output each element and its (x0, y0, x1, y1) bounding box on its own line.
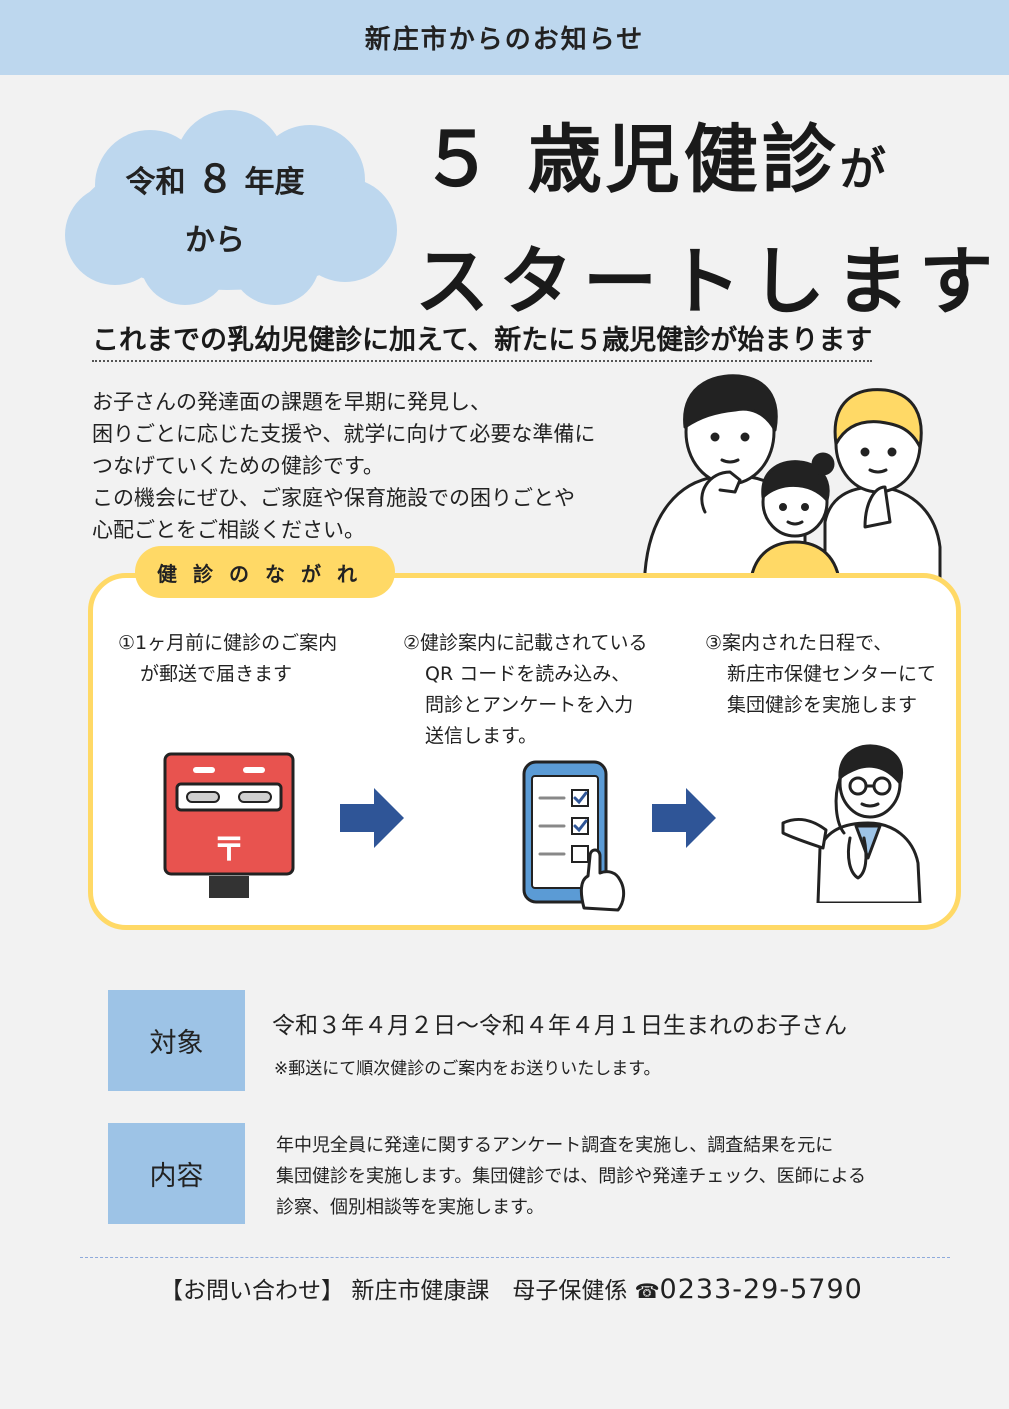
badge-nendo: 年度 (244, 165, 305, 200)
phone-icon: ☎ (634, 1279, 660, 1303)
step-line: 問診とアンケートを入力 (425, 694, 634, 716)
flow-tab-label: 健診のながれ (157, 561, 373, 586)
postbox-icon: 〒 (163, 752, 295, 900)
intro-line: この機会にぜひ、ご家庭や保育施設での困りごとや (92, 486, 575, 510)
content-label: 内容 (149, 1161, 204, 1192)
content-text: 年中児全員に発達に関するアンケート調査を実施し、調査結果を元に 集団健診を実施し… (276, 1130, 866, 1223)
content-line: 集団健診を実施します。集団健診では、問診や発達チェック、医師による (276, 1166, 867, 1187)
header-band: 新庄市からのお知らせ (0, 0, 1009, 75)
contact-line: 【お問い合わせ】 新庄市健康課 母子保健係 ☎0233-29-5790 (160, 1271, 863, 1305)
step-line: 集団健診を実施します (727, 694, 918, 716)
step-3-text: ③案内された日程で、 新庄市保健センターにて 集団健診を実施します (705, 628, 936, 721)
headline-line1: ５ 歳児健診が (420, 100, 980, 207)
doctor-icon (781, 744, 922, 903)
intro-line: 困りごとに応じた支援や、就学に向けて必要な準備に (92, 422, 596, 446)
content-label-box: 内容 (108, 1123, 245, 1224)
badge-line1: 令和 ８ 年度 (90, 150, 340, 212)
target-main-text: 令和３年４月２日～令和４年４月１日生まれのお子さん (272, 1013, 847, 1039)
content-line: 年中児全員に発達に関するアンケート調査を実施し、調査結果を元に (276, 1135, 834, 1156)
flow-tab: 健診のながれ (135, 546, 395, 598)
badge-line2: から (185, 223, 245, 258)
dashed-divider (80, 1257, 950, 1258)
step-line: QR コードを読み込み、 (425, 663, 631, 685)
step-2-text: ②健診案内に記載されている QR コードを読み込み、 問診とアンケートを入力 送… (403, 628, 647, 752)
family-illustration (643, 374, 942, 587)
badge-year-number: ８ (195, 157, 234, 201)
intro-paragraph: お子さんの発達面の課題を早期に発見し、 困りごとに応じた支援や、就学に向けて必要… (92, 386, 652, 546)
target-label-box: 対象 (108, 990, 245, 1091)
postbox-mark: 〒 (213, 830, 246, 868)
contact-phone-number[interactable]: 0233-29-5790 (659, 1274, 863, 1305)
headline-main: ５ 歳児健診 (420, 117, 840, 203)
badge-reiwa: 令和 (125, 165, 186, 200)
contact-dept: 新庄市健康課 母子保健係 (351, 1278, 628, 1304)
intro-line: つなげていくための健診です。 (92, 454, 384, 478)
content-line: 診察、個別相談等を実施します。 (276, 1197, 545, 1218)
arrow-right-icon (652, 788, 716, 848)
subtitle: これまでの乳幼児健診に加えて、新たに５歳児健診が始まります (92, 318, 873, 362)
smartphone-checklist-icon (522, 760, 626, 912)
step-line: ①1ヶ月前に健診のご案内 (118, 632, 338, 654)
header-title: 新庄市からのお知らせ (364, 25, 645, 55)
intro-line: 心配ごとをご相談ください。 (92, 518, 365, 542)
arrow-right-icon (340, 788, 404, 848)
step-line: ②健診案内に記載されている (403, 632, 648, 654)
contact-label: 【お問い合わせ】 (160, 1278, 344, 1304)
headline-line2: スタートします (415, 239, 1003, 325)
intro-line: お子さんの発達面の課題を早期に発見し、 (92, 390, 491, 414)
target-note-text: ※郵送にて順次健診のご案内をお送りいたします。 (274, 1059, 661, 1079)
step-line: 送信します。 (425, 725, 538, 747)
cloud-badge-text: 令和 ８ 年度 から (90, 150, 340, 270)
target-label: 対象 (149, 1028, 204, 1059)
step-line: 新庄市保健センターにて (727, 663, 937, 685)
step-1-text: ①1ヶ月前に健診のご案内 が郵送で届きます (118, 628, 337, 690)
step-line: ③案内された日程で、 (705, 632, 893, 654)
headline-suffix: が (839, 142, 886, 196)
step-line: が郵送で届きます (140, 663, 293, 685)
cloud-badge (65, 110, 397, 305)
